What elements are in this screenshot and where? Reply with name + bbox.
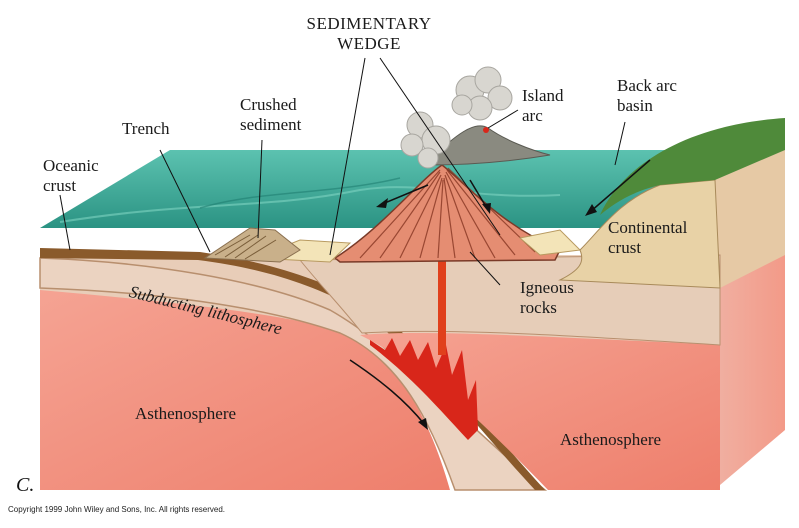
label-igneous-rocks: Igneous rocks <box>520 278 574 317</box>
label-trench: Trench <box>122 119 170 138</box>
ocean-swell <box>59 186 561 223</box>
leader-lines <box>59 57 626 286</box>
island-arc-vent <box>483 127 489 133</box>
crushed-sediment-folds <box>214 234 277 260</box>
label-asthenosphere-left: Asthenosphere <box>135 404 237 423</box>
copyright-notice: Copyright 1999 John Wiley and Sons, Inc.… <box>8 505 225 514</box>
island-arc-peak <box>429 125 551 166</box>
arrow-head <box>418 418 428 430</box>
right-face-crust <box>715 150 785 288</box>
continental-vegetation <box>600 118 785 215</box>
label-oceanic-crust: Oceanic crust <box>43 156 99 195</box>
magma-source <box>370 338 478 440</box>
label-asthenosphere-right: Asthenosphere <box>560 430 662 449</box>
arrow-head <box>482 203 491 214</box>
label-sedimentary-wedge: SEDIMENTARY WEDGE <box>306 14 432 53</box>
label-crushed-sediment: Crushed sediment <box>240 95 302 134</box>
asthenosphere-left-region <box>40 290 450 490</box>
arrow-head <box>585 204 597 216</box>
ash-cloud <box>400 66 513 169</box>
subduction-arrow <box>349 359 426 426</box>
label-back-arc-basin: Back arc basin <box>617 76 677 115</box>
label-island-arc: Island arc <box>522 86 564 125</box>
ocean-swell <box>199 177 401 209</box>
arrow-head <box>376 198 388 208</box>
label-continental-crust: Continental crust <box>608 218 688 257</box>
magma-conduit <box>438 170 446 355</box>
ocean-surface <box>40 150 715 228</box>
panel-letter: C. <box>16 474 35 496</box>
